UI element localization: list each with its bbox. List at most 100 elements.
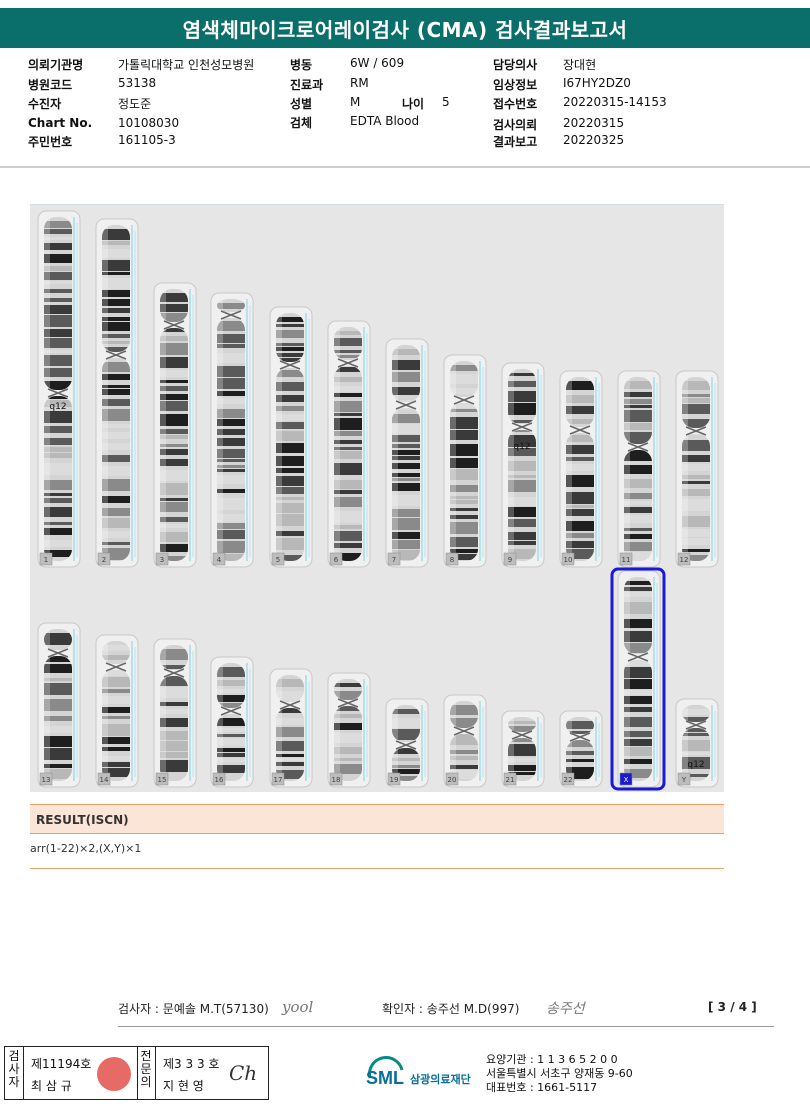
info-row: 나이 5 (402, 95, 450, 111)
info-value: 53138 (118, 76, 157, 90)
info-value: 20220325 (563, 133, 625, 147)
centromere-mark (685, 426, 707, 436)
centromere-mark (47, 648, 69, 658)
chromosome-number: 3 (160, 556, 164, 564)
chromosome-number: 12 (680, 556, 689, 564)
chromosome-number-tag (155, 772, 169, 786)
chromosome-number-tag (677, 552, 691, 566)
centromere-mark (47, 388, 69, 398)
patient-info: 의뢰기관명 가톨릭대학교 인천성모병원 병원코드 53138 수진자 정도준 C… (28, 56, 788, 152)
chromosome-10 (566, 377, 594, 561)
info-row: 결과보고 20220325 (493, 133, 624, 149)
chromosome-number: 14 (100, 776, 109, 784)
chromosome-number: 9 (508, 556, 512, 564)
chromosome-number-tag (271, 772, 285, 786)
chromosome-number-tag (619, 552, 633, 566)
centromere-mark (511, 422, 533, 432)
chromosome-15 (160, 645, 188, 781)
centromere-mark (395, 400, 417, 410)
info-value: 정도준 (118, 97, 152, 111)
sml-arc-icon (368, 1056, 404, 1079)
info-row: 진료과 RM (290, 76, 369, 92)
chromosome-5 (276, 313, 304, 561)
centromere-mark (627, 442, 649, 452)
chromosome-number: 20 (448, 776, 457, 784)
chromosome-4 (217, 299, 245, 561)
chromosome-number-tag (387, 772, 401, 786)
result-header: RESULT(ISCN) (30, 804, 724, 834)
info-label: 결과보고 (493, 135, 538, 149)
chromosome-number: 16 (215, 776, 224, 784)
info-value: 20220315-14153 (563, 95, 667, 109)
confirmer-text: 확인자 : 송주선 M.D(997) (382, 1002, 520, 1016)
chromosome-number-tag (387, 552, 401, 566)
header-divider (0, 166, 810, 168)
info-label: 주민번호 (28, 135, 73, 149)
chromosome-number-tag (97, 772, 111, 786)
centromere-mark (279, 360, 301, 370)
chromosome-number: 7 (392, 556, 396, 564)
info-value: 6W / 609 (350, 56, 405, 70)
box-divider (137, 1047, 138, 1099)
info-label: 의뢰기관명 (28, 58, 84, 72)
spec-name: 지 현 영 (163, 1079, 204, 1093)
chromosome-3 (160, 289, 188, 561)
centromere-mark (163, 668, 185, 678)
info-row: 성별 M (290, 95, 360, 111)
chromosome-9 (508, 369, 536, 561)
org-contact-info: 요양기관 : 1 1 3 6 5 2 0 0 서울특별시 서초구 양재동 9-6… (486, 1053, 633, 1095)
chromosome-number-tag (619, 772, 633, 786)
info-row: 검사의뢰 20220315 (493, 116, 624, 132)
chromosome-number-tag (271, 552, 285, 566)
chromosome-X (624, 577, 652, 781)
info-label: 병원코드 (28, 78, 73, 92)
box-divider (23, 1047, 24, 1099)
exam-vertical-label: 검사자 (8, 1049, 20, 1089)
band-label: q12 (49, 402, 66, 412)
info-row: 수진자 정도준 (28, 95, 151, 111)
chromosome-number: 4 (217, 556, 222, 564)
chromosome-number: 2 (102, 556, 106, 564)
chromosome-12 (682, 377, 710, 561)
band-label: q12 (687, 760, 704, 770)
info-value: 10108030 (118, 116, 180, 130)
info-label: 검사의뢰 (493, 118, 538, 132)
chromosome-number-tag (39, 552, 53, 566)
seal-stamp-icon (97, 1057, 131, 1091)
exam-name: 최 삼 규 (31, 1079, 72, 1093)
chromosome-number: 5 (276, 556, 280, 564)
examiner-text: 검사자 : 문예솔 M.T(57130) (118, 1002, 269, 1016)
chromosome-number-tag (329, 772, 343, 786)
centromere-mark (220, 310, 242, 320)
chromosome-number: 8 (450, 556, 454, 564)
sml-logo: SML 삼광의료재단 (366, 1056, 482, 1092)
chromosome-number: 19 (390, 776, 399, 784)
centromere-mark (453, 395, 475, 405)
chromosome-number-tag (445, 552, 459, 566)
examiner-signature: yool (282, 998, 314, 1016)
chromosome-number-tag (329, 552, 343, 566)
info-row: 검체 EDTA Blood (290, 114, 419, 130)
chromosome-number-tag (212, 772, 226, 786)
exam-license-no: 제11194호 (31, 1057, 92, 1071)
age-label: 나이 (402, 97, 425, 111)
centromere-mark (569, 425, 591, 435)
info-value: M (350, 95, 361, 109)
centromere-mark (337, 698, 359, 708)
info-label: 접수번호 (493, 97, 538, 111)
result-divider (30, 868, 724, 869)
org-line: 서울특별시 서초구 양재동 9-60 (486, 1067, 633, 1080)
info-value: 161105-3 (118, 133, 176, 147)
confirmer-signature: 송주선 (546, 1001, 585, 1017)
org-line: 요양기관 : 1 1 3 6 5 2 0 0 (486, 1053, 618, 1066)
chromosome-number-tag (212, 552, 226, 566)
info-row: 의뢰기관명 가톨릭대학교 인천성모병원 (28, 56, 254, 72)
chromosome-number-tag (561, 552, 575, 566)
centromere-mark (279, 700, 301, 710)
chromosome-number-tag (39, 772, 53, 786)
chromosome-16 (217, 663, 245, 781)
info-row: 접수번호 20220315-14153 (493, 95, 667, 111)
chromosome-2 (102, 225, 130, 561)
centromere-mark (105, 350, 127, 360)
